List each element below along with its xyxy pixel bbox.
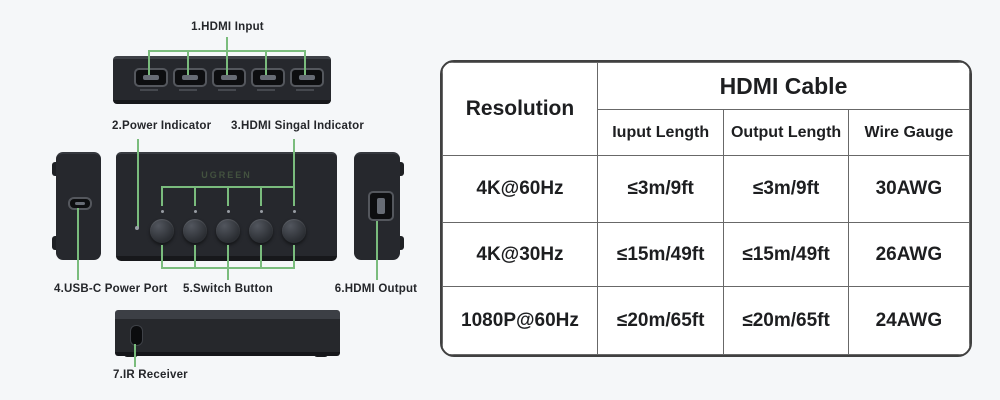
- callout-line: [293, 139, 295, 188]
- table-cell: 26AWG: [847, 222, 970, 287]
- table-header-wire-gauge: Wire Gauge: [847, 109, 970, 156]
- hdmi-port-icon: [134, 68, 168, 87]
- brand-logo: UGREEN: [201, 170, 252, 180]
- table-cell: 4K@60Hz: [442, 155, 598, 223]
- callout-hdmi-output: 6.HDMI Output: [334, 283, 418, 295]
- table-row: 4K@60Hz ≤3m/9ft ≤3m/9ft 30AWG: [442, 155, 970, 223]
- spec-table: Resolution HDMI Cable Iuput Length Outpu…: [440, 60, 972, 357]
- switch-button: [282, 219, 306, 243]
- callout-line: [226, 37, 228, 50]
- callout-line: [226, 50, 228, 75]
- table-cell: ≤15m/49ft: [723, 222, 849, 287]
- hdmi-port-icon: [173, 68, 207, 87]
- switch-button: [249, 219, 273, 243]
- port-label-mark: [140, 89, 158, 91]
- hdmi-output-port-icon: [368, 191, 394, 221]
- switch-button: [216, 219, 240, 243]
- table-cell: ≤20m/65ft: [596, 286, 725, 355]
- callout-hdmi-input: 1.HDMI Input: [191, 21, 264, 33]
- signal-indicator-dot: [293, 210, 296, 213]
- device-foot: [52, 162, 57, 176]
- callout-line: [194, 245, 196, 269]
- table-header-output-length: Output Length: [723, 109, 849, 156]
- callout-line: [376, 221, 378, 280]
- callout-line: [161, 245, 163, 269]
- callout-line: [293, 186, 295, 206]
- callout-usbc-power-port: 4.USB-C Power Port: [54, 283, 168, 295]
- table-cell: 24AWG: [847, 286, 970, 355]
- signal-indicator-dot: [161, 210, 164, 213]
- power-indicator-dot: [135, 226, 139, 230]
- usb-c-port-icon: [68, 197, 92, 210]
- table-header-hdmi-cable: HDMI Cable: [596, 62, 970, 110]
- callout-line: [260, 186, 262, 206]
- callout-hdmi-signal-indicator: 3.HDMI Singal Indicator: [231, 120, 365, 132]
- table-cell: ≤20m/65ft: [723, 286, 849, 355]
- callout-line: [304, 50, 306, 75]
- signal-indicator-dot: [260, 210, 263, 213]
- callout-line: [161, 186, 163, 206]
- ir-receiver-icon: [130, 325, 143, 346]
- device-foot: [399, 162, 404, 176]
- callout-line: [227, 245, 229, 269]
- callout-line: [187, 50, 189, 75]
- switch-button: [183, 219, 207, 243]
- table-header-input-length: Iuput Length: [596, 109, 725, 156]
- callout-line: [227, 267, 229, 280]
- callout-line: [134, 344, 136, 367]
- callout-line: [137, 139, 139, 228]
- table-row: 4K@30Hz ≤15m/49ft ≤15m/49ft 26AWG: [442, 222, 970, 287]
- hdmi-port-icon: [212, 68, 246, 87]
- table-cell: 30AWG: [847, 155, 970, 223]
- port-label-mark: [257, 89, 275, 91]
- table-header-resolution: Resolution: [442, 62, 598, 156]
- callout-line: [227, 186, 229, 206]
- device-bottom-view: [115, 310, 340, 356]
- callout-line: [293, 245, 295, 269]
- port-label-mark: [296, 89, 314, 91]
- callout-ir-receiver: 7.IR Receiver: [113, 369, 188, 381]
- port-label-mark: [218, 89, 236, 91]
- table-row: 1080P@60Hz ≤20m/65ft ≤20m/65ft 24AWG: [442, 286, 970, 355]
- callout-power-indicator: 2.Power Indicator: [112, 120, 212, 132]
- signal-indicator-dot: [227, 210, 230, 213]
- callout-line: [148, 50, 150, 75]
- hdmi-cable-spec-table: Resolution HDMI Cable Iuput Length Outpu…: [442, 62, 970, 355]
- table-cell: ≤3m/9ft: [596, 155, 725, 223]
- switch-button: [150, 219, 174, 243]
- signal-indicator-dot: [194, 210, 197, 213]
- port-label-mark: [179, 89, 197, 91]
- table-cell: ≤3m/9ft: [723, 155, 849, 223]
- table-cell: 4K@30Hz: [442, 222, 598, 287]
- device-foot: [399, 236, 404, 250]
- callout-line: [265, 50, 267, 75]
- callout-line: [194, 186, 196, 206]
- table-cell: ≤15m/49ft: [596, 222, 725, 287]
- hdmi-port-icon: [251, 68, 285, 87]
- table-cell: 1080P@60Hz: [442, 286, 598, 355]
- callout-line: [260, 245, 262, 269]
- callout-switch-button: 5.Switch Button: [183, 283, 273, 295]
- callout-line: [77, 208, 79, 280]
- hdmi-port-icon: [290, 68, 324, 87]
- device-foot: [52, 236, 57, 250]
